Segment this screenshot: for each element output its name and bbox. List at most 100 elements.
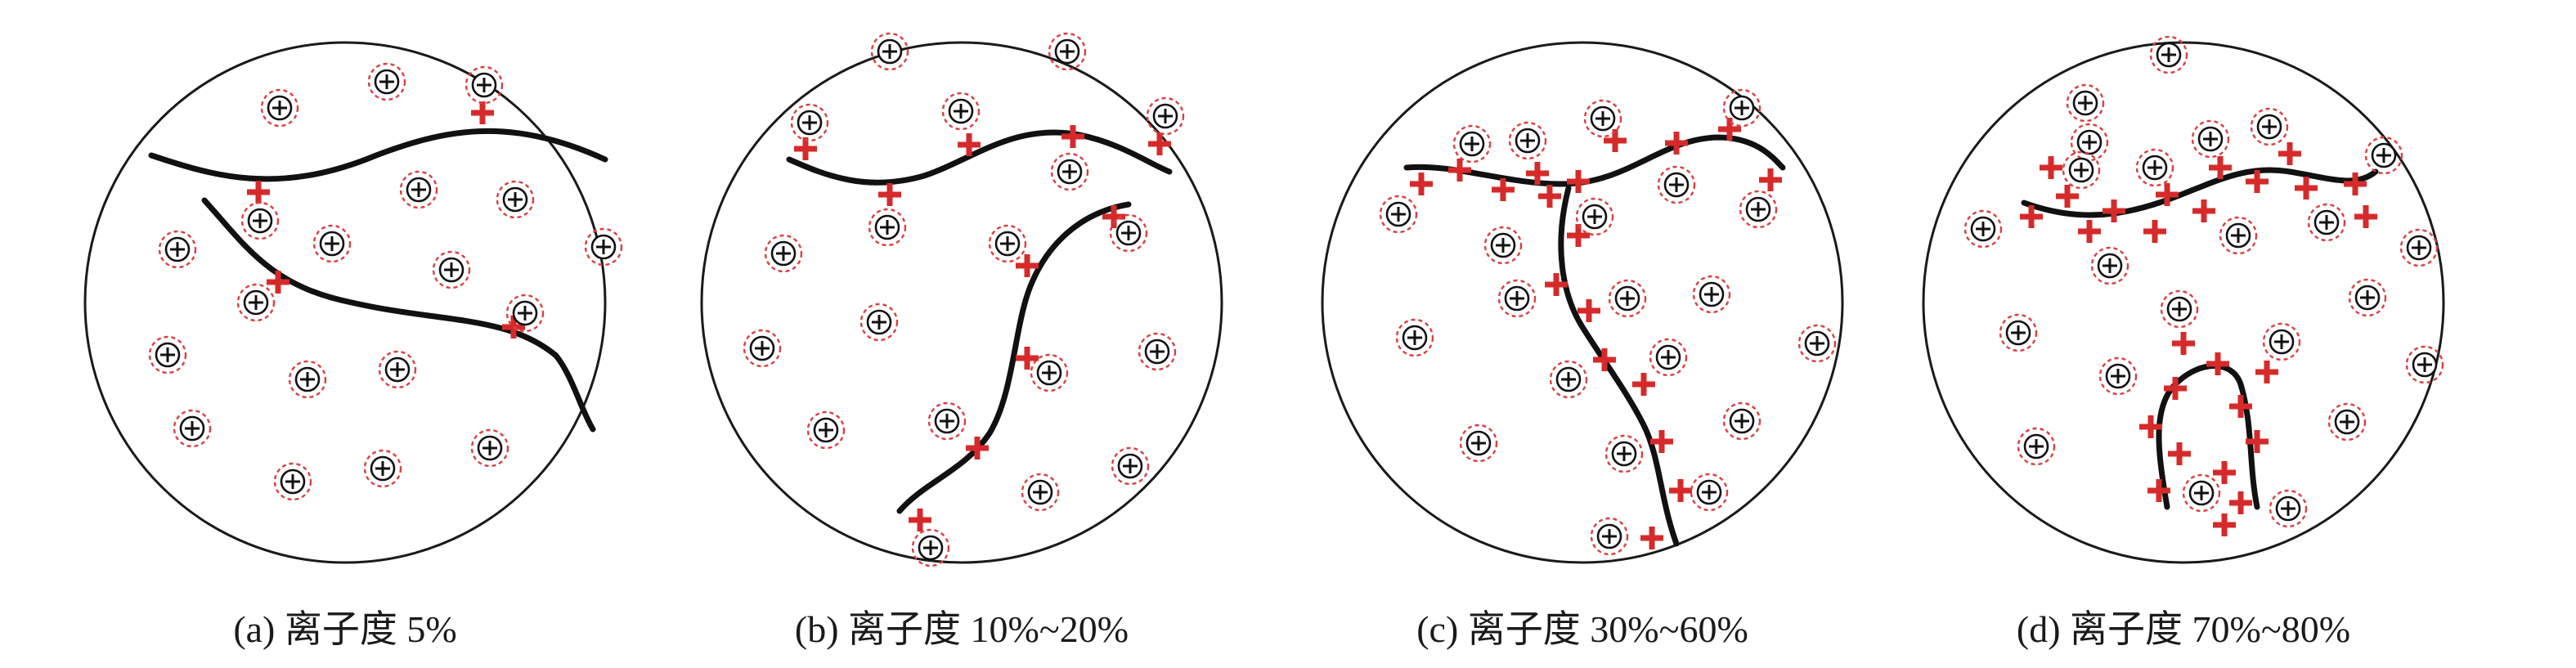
free-ion-icon <box>464 65 504 105</box>
free-ion-icon <box>240 201 280 240</box>
bound-plus-icon <box>1577 299 1600 322</box>
bound-plus-icon <box>2206 352 2229 375</box>
free-ion-icon <box>2090 246 2129 285</box>
free-ions <box>1963 35 2444 528</box>
bound-plus-icon <box>1632 373 1655 396</box>
free-ion-icon <box>927 401 967 441</box>
free-ion-icon <box>1483 226 1523 265</box>
free-ion-icon <box>1999 313 2038 352</box>
panel-d: (d) 离子度 70%~80% <box>1922 35 2445 650</box>
free-ion-icon <box>158 230 197 269</box>
free-ion-icon <box>584 227 623 267</box>
bound-charges <box>794 125 1171 531</box>
free-ion-icon <box>367 62 406 101</box>
free-ion-icon <box>2348 278 2387 317</box>
bound-plus-icon <box>2056 185 2079 208</box>
bound-plus-icon <box>1016 347 1039 370</box>
panel-b-boundary <box>700 41 1223 564</box>
free-ion-icon <box>1050 152 1089 191</box>
free-ion-icon <box>859 303 899 342</box>
free-ion-icon <box>1030 353 1069 392</box>
free-ion-icon <box>260 88 299 128</box>
polymer-chain <box>1558 185 1680 547</box>
panel-b: (b) 离子度 10%~20% <box>700 32 1223 650</box>
bound-plus-icon <box>2168 442 2191 465</box>
bound-charges <box>247 101 525 338</box>
free-ion-icon <box>2262 322 2301 361</box>
panel-c-boundary <box>1321 41 1844 564</box>
free-ion-icon <box>1379 195 1418 234</box>
free-ion-icon <box>1657 165 1696 204</box>
free-ion-icon <box>2070 123 2109 162</box>
free-ion-icon <box>2182 473 2221 513</box>
bound-plus-icon <box>2255 361 2278 383</box>
bound-plus-icon <box>247 181 270 204</box>
bound-plus-icon <box>1759 168 1782 191</box>
free-ion-icon <box>1508 121 1547 160</box>
free-ion-icon <box>1111 446 1150 486</box>
free-ion-icon <box>1109 213 1148 253</box>
panel-c-caption: (c) 离子度 30%~60% <box>1416 608 1748 650</box>
free-ions <box>743 32 1185 567</box>
panel-d-caption: (d) 离子度 70%~80% <box>2017 608 2350 650</box>
free-ion-icon <box>1739 190 1778 229</box>
free-ion-icon <box>2017 427 2056 466</box>
panel-c: (c) 离子度 30%~60% <box>1321 41 1844 650</box>
free-ion-icon <box>1146 96 1185 136</box>
free-ion-icon <box>2327 402 2367 442</box>
free-ion-icon <box>764 234 803 273</box>
free-ion-icon <box>432 250 471 289</box>
polymer-chain <box>1403 134 1786 187</box>
bound-plus-icon <box>1669 479 1692 502</box>
free-ion-icon <box>868 208 907 247</box>
bound-charges <box>2020 142 2377 536</box>
free-ion-icon <box>988 224 1027 263</box>
polymer-chain <box>2021 167 2379 218</box>
bound-plus-icon <box>1640 527 1663 549</box>
free-ion-icon <box>148 335 187 374</box>
free-ion-icon <box>470 428 509 468</box>
free-ion-icon <box>399 170 438 209</box>
polymer-chain <box>786 129 1173 186</box>
free-ion-icon <box>1575 197 1614 236</box>
polymer-chain <box>148 128 608 182</box>
bound-plus-icon <box>2295 177 2318 200</box>
bound-plus-icon <box>2229 491 2252 514</box>
bound-plus-icon <box>471 101 494 124</box>
bound-plus-icon <box>2192 200 2215 222</box>
free-ion-icon <box>1604 434 1644 473</box>
free-ion-icon <box>743 329 782 368</box>
free-ion-icon <box>1395 318 1434 357</box>
bound-plus-icon <box>2103 200 2125 222</box>
free-ions <box>148 62 623 501</box>
polymer-chain <box>896 201 1132 514</box>
free-ion-icon <box>1459 424 1498 463</box>
free-ion-icon <box>1690 473 1729 512</box>
free-ion-icon <box>941 92 981 131</box>
bound-plus-icon <box>1061 125 1084 148</box>
free-ion-icon <box>790 103 829 142</box>
free-ion-icon <box>2307 203 2346 242</box>
free-ion-icon <box>2269 489 2308 528</box>
panel-a: (a) 离子度 5% <box>83 41 623 650</box>
bound-plus-icon <box>2172 332 2195 355</box>
bound-plus-icon <box>2213 461 2236 484</box>
free-ion-icon <box>1138 332 1177 371</box>
free-ion-icon <box>1452 124 1492 164</box>
free-ion-icon <box>2098 356 2138 396</box>
free-ion-icon <box>378 350 417 389</box>
free-ion-icon <box>312 224 352 263</box>
bound-plus-icon <box>1567 224 1590 247</box>
panel-a-caption: (a) 离子度 5% <box>233 608 456 650</box>
bound-plus-icon <box>878 183 901 206</box>
bound-plus-icon <box>1538 185 1561 208</box>
free-ion-icon <box>1649 338 1688 377</box>
free-ion-icon <box>288 360 327 399</box>
free-ion-icon <box>806 410 846 450</box>
free-ion-icon <box>1549 360 1588 399</box>
free-ion-icon <box>1722 401 1761 441</box>
bound-plus-icon <box>909 509 931 531</box>
bound-plus-icon <box>2143 220 2166 243</box>
free-ion-icon <box>1608 279 1647 318</box>
